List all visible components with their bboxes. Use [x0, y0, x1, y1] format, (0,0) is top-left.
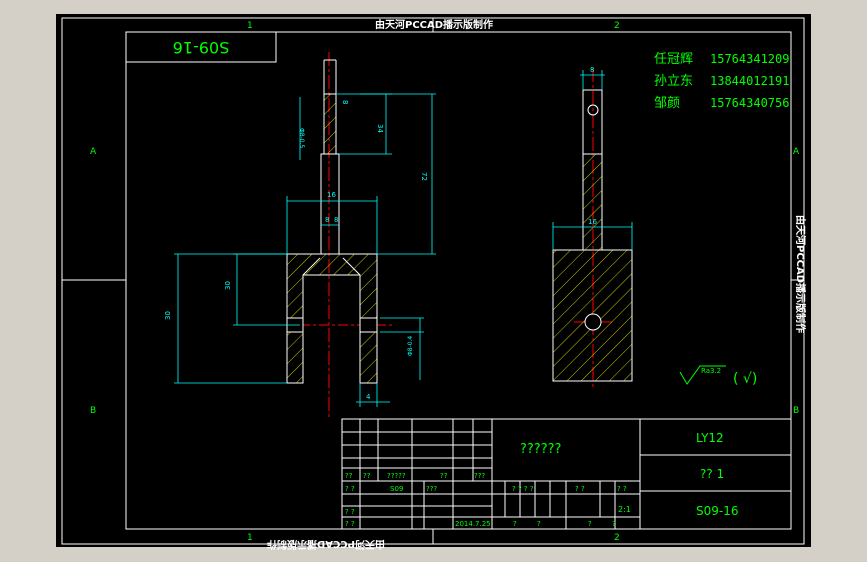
tb-row-label-5: ???: [474, 472, 485, 480]
dim-34: 34: [376, 124, 384, 133]
tb-row-label-3: ?????: [387, 472, 406, 480]
side-block-hole: [584, 313, 602, 331]
tb-scale: 2:1: [618, 505, 631, 514]
contact-name-2: 孙立东: [654, 74, 693, 89]
dim-8-top: 8: [341, 100, 349, 104]
tb-designer-row: ? ?: [345, 485, 355, 493]
tb-qqq: ???: [426, 485, 437, 493]
zone-bottom-1: 1: [247, 533, 253, 543]
side-view: 8 16: [552, 66, 633, 390]
zone-bottom-2: 2: [614, 533, 620, 543]
drawing-number-rotated: S09-16: [173, 38, 230, 57]
contact-phone-3: 15764340756: [710, 96, 789, 110]
tb-drawing-no: S09-16: [696, 504, 739, 518]
dim-16: 16: [327, 191, 336, 199]
zone-ticks: [62, 18, 804, 544]
contacts: 任冠辉 15764341209 孙立东 13844012191 邹颜 15764…: [654, 52, 789, 111]
top-rod-section: [323, 93, 337, 155]
tb-bottom-q-1: ?: [513, 520, 517, 528]
side-block-section: [552, 249, 633, 382]
contact-phone-2: 13844012191: [710, 74, 789, 88]
contact-phone-1: 15764341209: [710, 52, 789, 66]
zone-left-b: B: [90, 406, 96, 416]
tb-material: LY12: [696, 431, 724, 445]
front-dimensions: [174, 93, 436, 407]
tb-bottom-q-4: ?: [612, 520, 616, 528]
side-rod-hole: [587, 104, 599, 116]
tb-row-label-4: ??: [440, 472, 448, 480]
tb-q4: ? ? ? ?: [512, 485, 534, 493]
contact-name-3: 邹颜: [654, 95, 680, 111]
tb-approver-row: ? ?: [345, 508, 355, 516]
zone-left-a: A: [90, 147, 97, 157]
zone-top-2: 2: [614, 21, 620, 31]
drawing-number-box: [125, 31, 277, 63]
dim-4: 4: [366, 393, 371, 401]
dim-30-outer: 30: [164, 311, 172, 320]
side-dim-16: 16: [588, 218, 597, 226]
tb-bottom-q-3: ?: [588, 520, 592, 528]
tb-row-label-2: ??: [363, 472, 371, 480]
roughness-symbol: Ra3.2 ( √): [679, 365, 757, 387]
side-dimensions: [552, 70, 633, 250]
dim-8-8: 8: [325, 216, 329, 224]
tb-q2a: ? ?: [575, 485, 585, 493]
tb-date-label: ? ?: [345, 520, 355, 528]
bottom-banner: 由天河PCCAD播示版制作: [267, 538, 385, 551]
right-hole: [359, 317, 378, 333]
tb-date: 2014.7.25: [455, 520, 491, 528]
dim-8-8b: 8: [334, 216, 338, 224]
tb-title: ??????: [520, 442, 561, 457]
tb-bottom-q-2: ?: [537, 520, 541, 528]
title-block: [341, 418, 792, 530]
roughness-value: Ra3.2: [701, 367, 721, 375]
side-rod-section: [582, 153, 603, 251]
zone-right-b: B: [793, 406, 799, 416]
dim-72: 72: [420, 172, 428, 181]
front-view: 34 8 72 16 8 8 Φ8-0.5 30 30 Φ8-0.4 4: [164, 52, 436, 420]
tb-scale-label: ?? 1: [700, 467, 724, 481]
dim-30-inner: 30: [224, 281, 232, 290]
roughness-other: ( √): [733, 371, 757, 387]
tb-row-label-1: ??: [345, 472, 353, 480]
side-banner: 由天河PCCAD播示版制作: [794, 215, 807, 333]
tb-s09: S09: [390, 485, 403, 493]
contact-name-1: 任冠辉: [654, 52, 693, 67]
tb-q2b: ? ?: [617, 485, 627, 493]
top-banner: 由天河PCCAD播示版制作: [375, 18, 493, 31]
side-dim-8: 8: [590, 66, 594, 74]
zone-right-a: A: [793, 147, 800, 157]
dim-bottom-tol: Φ8-0.4: [407, 336, 414, 356]
zone-top-1: 1: [247, 21, 253, 31]
dim-hole-tol: Φ8-0.5: [298, 128, 305, 148]
